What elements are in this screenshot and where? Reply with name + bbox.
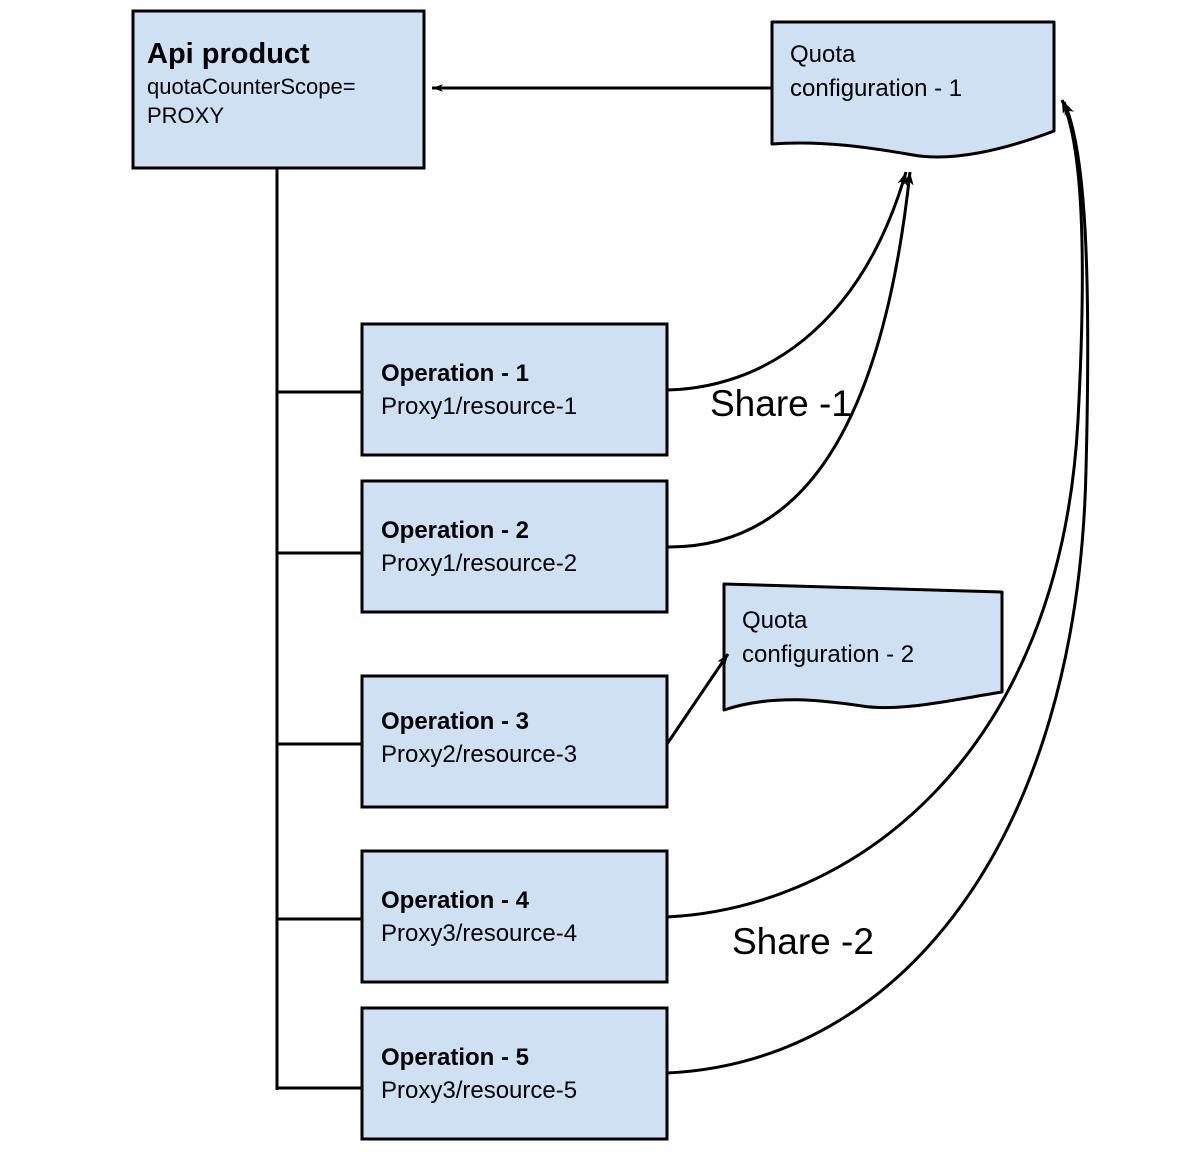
node-operation-5[interactable] xyxy=(360,1006,669,1141)
edge-operation-1-to-quota1 xyxy=(666,171,908,392)
edge-operation-2-to-quota1 xyxy=(666,171,914,549)
edge-label-share-1: Share -1 xyxy=(710,383,852,424)
node-operation-2[interactable] xyxy=(360,479,669,614)
node-quota-configuration-2[interactable] xyxy=(722,582,1004,712)
edge-operation-5-to-quota1 xyxy=(666,101,1090,1075)
edge-api-product-to-operations xyxy=(275,168,362,1090)
node-operation-4[interactable] xyxy=(360,849,669,984)
node-operation-1[interactable] xyxy=(360,322,669,457)
edge-operation-3-to-quota2 xyxy=(665,653,730,745)
edge-label-share-2: Share -2 xyxy=(732,921,874,962)
edge-operation-4-to-quota1 xyxy=(666,99,1084,919)
node-api-product[interactable] xyxy=(131,9,426,170)
node-operation-3[interactable] xyxy=(360,674,669,809)
node-quota-configuration-1[interactable] xyxy=(770,20,1056,159)
